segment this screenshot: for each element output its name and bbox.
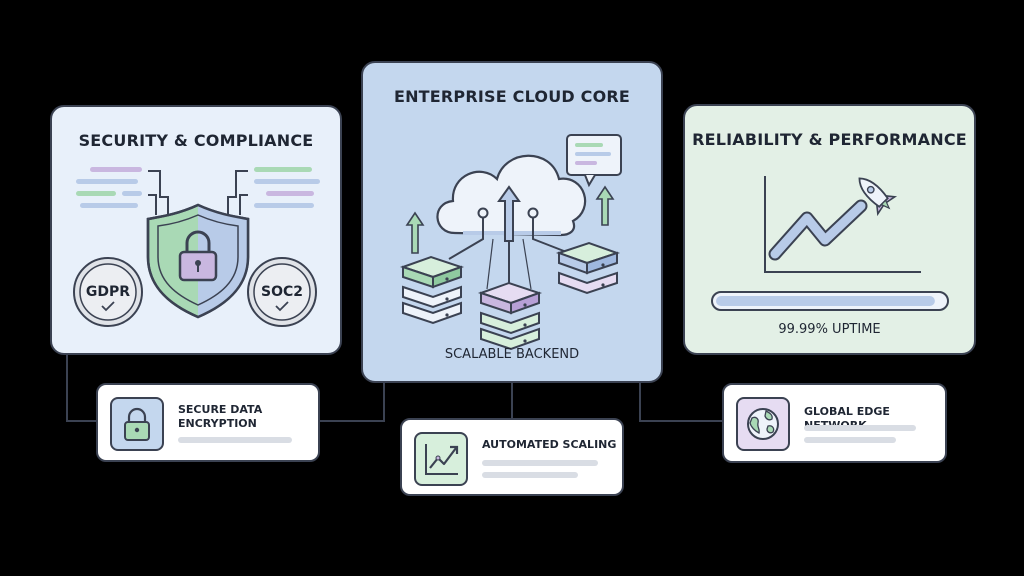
globe-icon [736,397,790,451]
soc2-badge-icon [247,257,317,327]
uptime-label: 99.99% UPTIME [778,322,881,337]
growth-line-icon [770,201,866,259]
scaling-label: AUTOMATED SCALING [482,438,617,451]
security-illustration: GDPR SOC2 [73,167,320,327]
encryption-label-line2: ENCRYPTION [178,417,257,430]
placeholder-text-line [804,437,896,443]
placeholder-text-line [804,425,916,431]
soc2-badge-label: SOC2 [261,284,303,300]
encryption-label: SECURE DATA ENCRYPTION [178,403,262,431]
core-panel-title: ENTERPRISE CLOUD CORE [393,87,631,106]
enterprise-cloud-core-panel: ENTERPRISE CLOUD CORE [361,61,663,383]
up-arrow-icon [497,185,521,242]
placeholder-text-line [482,472,578,478]
core-illustration [399,134,622,351]
global-edge-network-card[interactable]: GLOBAL EDGE NETWORK [722,383,947,463]
rocket-icon [858,177,898,217]
security-compliance-panel: SECURITY & COMPLIANCE [50,105,342,355]
server-stack-icon [399,255,465,325]
reliability-panel-title: RELIABILITY & PERFORMANCE [692,130,967,149]
left-code-lines-icon [76,167,142,208]
padlock-icon [178,230,218,282]
uptime-bar-fill [716,296,935,306]
connection-node-icon [477,207,489,219]
security-panel-title: SECURITY & COMPLIANCE [78,131,314,150]
circuit-lines-icon [148,170,248,217]
lock-icon [110,397,164,451]
gdpr-badge-label: GDPR [86,284,130,300]
server-stack-icon [555,241,621,295]
server-stack-icon [477,281,543,351]
placeholder-text-line [178,437,292,443]
reliability-performance-panel: RELIABILITY & PERFORMANCE 99.99% UPTIME [683,104,976,355]
gdpr-badge-icon [73,257,143,327]
encryption-label-line1: SECURE DATA [178,403,263,416]
cloud-connection-lines-icon [448,213,570,290]
connector-security-encryption [66,355,98,422]
connection-node-icon [527,207,539,219]
secure-data-encryption-card[interactable]: SECURE DATA ENCRYPTION [96,383,320,462]
growth-chart-axes-icon [764,176,921,273]
placeholder-text-line [482,460,598,466]
trend-chart-icon [414,432,468,486]
right-code-lines-icon [254,167,320,208]
automated-scaling-card[interactable]: AUTOMATED SCALING [400,418,624,496]
core-panel-caption: SCALABLE BACKEND [444,347,580,362]
connector-core-edge [639,383,724,422]
reliability-illustration [711,176,949,311]
chat-bubble-icon [566,134,622,188]
green-up-arrow-icon [405,211,425,254]
connector-core-encryption [318,383,385,422]
green-up-arrow-icon [595,185,615,226]
